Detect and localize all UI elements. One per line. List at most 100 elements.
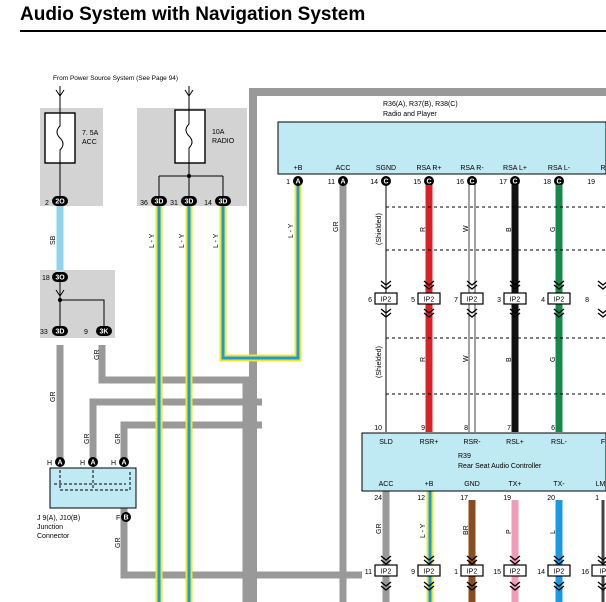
rsac-bottom-terminal-2: GND <box>464 481 480 488</box>
ip2-top-chevron-icon-0 <box>380 280 392 290</box>
ip2-bottom-2 <box>460 564 484 577</box>
rsac-top-terminal-4: RSL- <box>551 439 568 446</box>
ip2-top-0 <box>374 292 398 305</box>
rsac-top-pin-num-0: 10 <box>374 425 382 432</box>
junction-name: J 9(A), J10(B) <box>37 515 80 522</box>
radio-pin-3 <box>424 176 434 186</box>
radio-terminal-5: RSA L+ <box>503 165 527 172</box>
junction-pin-2-label: A <box>121 460 126 467</box>
mid-bottom-pin-1 <box>96 326 112 336</box>
wire-label-br: BR <box>463 525 470 535</box>
rsac-bottom-terminal-5: LMU <box>596 481 606 488</box>
wire-label-r-2: R <box>420 357 427 362</box>
radio-pin-num-1: 11 <box>328 179 335 186</box>
radio-pin-2-label: C <box>383 179 388 186</box>
mid-bottom-pin-1-label: 3K <box>100 329 109 336</box>
rsac-top-pin-num-1: 9 <box>421 425 425 432</box>
rsac-part-desc: Rear Seat Audio Controller <box>458 463 542 470</box>
wire-label-shielded-1: (Shielded) <box>376 213 383 245</box>
ip2-bottom-chevron2-icon-0 <box>380 581 392 591</box>
mid-bottom-pin-num-1: 9 <box>84 329 88 336</box>
wire-label-p: P <box>506 529 513 534</box>
ip2-top-chevron2-icon-2 <box>466 308 478 318</box>
mid-arrow-icon <box>55 289 65 297</box>
ip2-bottom-chevron-icon-3 <box>509 555 521 565</box>
acc-fuse-rating: 7. 5A <box>82 130 99 137</box>
mid-bottom-pin-0-label: 3D <box>56 329 65 336</box>
radio-pin-num-4: 16 <box>456 179 464 186</box>
radio-fuse-pin-1 <box>181 196 197 206</box>
mid-top-pin-num: 18 <box>42 275 50 282</box>
acc-fuse-pin-label: 2O <box>55 199 65 206</box>
ip2-top-3-label: IP2 <box>510 297 521 304</box>
rsac-bottom-terminal-4: TX- <box>553 481 565 488</box>
radio-pin-1-label: A <box>340 179 345 186</box>
ip2-bottom-0 <box>374 564 398 577</box>
rsac-part-name: R39 <box>458 453 471 460</box>
rsac-bottom-pin-num-5: 1 <box>595 495 599 502</box>
wire-label-shielded-2: (Shielded) <box>376 346 383 378</box>
wire-label-ly-2: L - Y <box>179 233 186 248</box>
ip2-bottom-1-label: IP2 <box>424 569 435 576</box>
ip2-bottom-chevron2-icon-2 <box>466 581 478 591</box>
wire-label-b-2: B <box>506 357 513 362</box>
radio-pin-4 <box>467 176 477 186</box>
radio-pin-num-5: 17 <box>499 179 507 186</box>
gray-loop-wire <box>98 345 250 602</box>
ip2-bottom-chevron-icon-4 <box>553 555 565 565</box>
radio-fuse-pin-2-label: 3D <box>219 199 228 206</box>
ip2-bottom-2-label: IP2 <box>467 569 478 576</box>
junction-desc-1: Junction <box>37 524 63 531</box>
radio-pin-6 <box>554 176 564 186</box>
ip2-bottom-5-label: IP <box>600 569 606 576</box>
ip2-top-4-label: IP2 <box>554 297 565 304</box>
mid-bottom-pin-0 <box>52 326 68 336</box>
ip2-top-chevron2-icon-5 <box>597 308 606 318</box>
radio-fuse-pin-num-0: 36 <box>140 200 148 207</box>
gray-loop-wire-2 <box>89 398 262 462</box>
ip2-bottom-3-label: IP2 <box>510 569 521 576</box>
rsac-bottom-pin-num-3: 19 <box>503 495 511 502</box>
radio-part-name: R36(A), R37(B), R38(C) <box>383 101 458 108</box>
ip2-top-2-label: IP2 <box>467 297 478 304</box>
ip2-bottom-1 <box>417 564 441 577</box>
wire-label-b-1: B <box>506 227 513 232</box>
wire-label-ly-1: L - Y <box>149 233 156 248</box>
wire-label-gr-4: GR <box>84 434 91 445</box>
ip2-top-num-2: 7 <box>454 297 458 304</box>
radio-pin-4-label: C <box>469 179 474 186</box>
radio-pin-0 <box>293 176 303 186</box>
junction-side-pin <box>121 512 131 522</box>
ip2-top-num-1: 5 <box>411 297 415 304</box>
mid-top-pin <box>52 272 68 282</box>
ip2-top-2 <box>460 292 484 305</box>
radio-fuse-pin-0-label: 3D <box>155 199 164 206</box>
ip2-top-num-4: 4 <box>541 297 545 304</box>
ip2-bottom-chevron2-icon-4 <box>553 581 565 591</box>
ip2-top-chevron2-icon-3 <box>509 308 521 318</box>
ip2-top-chevron-icon-4 <box>553 280 565 290</box>
radio-terminal-4: RSA R- <box>460 165 484 172</box>
ip2-bottom-chevron2-icon-3 <box>509 581 521 591</box>
radio-fuse-pin-0 <box>151 196 167 206</box>
wire-label-ly-4: L - Y <box>288 223 295 238</box>
radio-fuse-pin-num-1: 31 <box>170 200 178 207</box>
rsac-top-terminal-0: SLD <box>379 439 393 446</box>
acc-feed-arrow-icon <box>55 89 65 97</box>
wire-label-l: L <box>550 530 557 534</box>
radio-terminal-0: +B <box>294 165 303 172</box>
radio-pin-num-0: 1 <box>286 179 290 186</box>
radio-pin-2 <box>381 176 391 186</box>
radio-pin-3-label: C <box>426 179 431 186</box>
ip2-bottom-3 <box>503 564 527 577</box>
ip2-bottom-num-0: 11 <box>365 569 372 576</box>
ip2-bottom-num-1: 9 <box>411 569 415 576</box>
radio-fuse-rating: 10A <box>212 129 225 136</box>
acc-fuse-name: ACC <box>82 139 97 146</box>
ip2-bottom-5 <box>591 564 606 577</box>
ip2-top-chevron2-icon-0 <box>380 308 392 318</box>
junction-pin-letter-1: H <box>80 460 85 467</box>
wire-label-gr-2: GR <box>94 350 101 361</box>
wire-label-g-2: G <box>550 357 557 362</box>
acc-fuse-icon <box>44 112 76 164</box>
